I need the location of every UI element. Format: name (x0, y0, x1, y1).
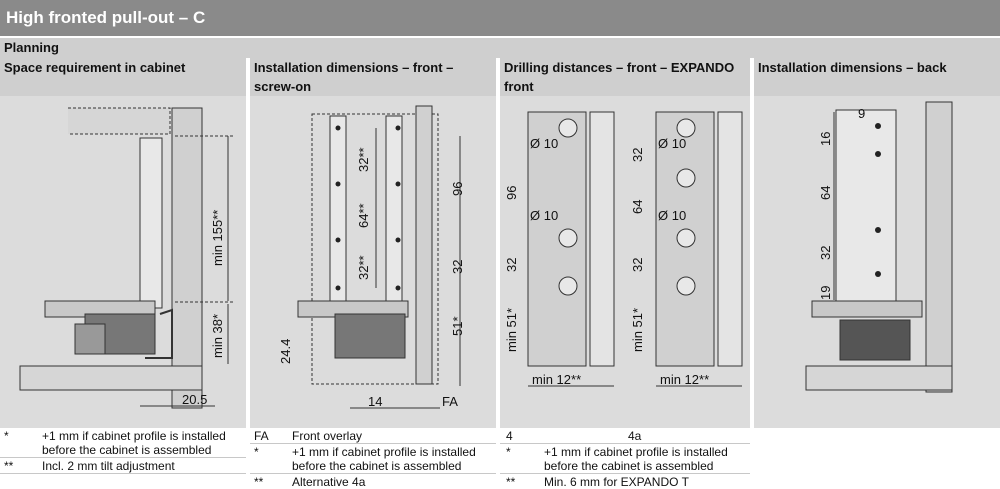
note-text: Alternative 4a (292, 475, 366, 489)
dim-64: 64 (818, 186, 833, 200)
note-text: 4a (628, 429, 642, 443)
notes-front-screw-on: FA Front overlay * +1 mm if cabinet prof… (250, 428, 496, 489)
note-key: 4 (506, 429, 513, 443)
note-key: ** (254, 475, 264, 489)
dim-51: 51* (450, 316, 465, 336)
dim-min51-a: min 51* (504, 308, 519, 352)
note-key: FA (254, 429, 269, 443)
dim-20-5: 20.5 (182, 392, 207, 407)
diagram-back: 9 16 64 32 19 (754, 96, 1000, 428)
heading-line2: screw-on (254, 79, 312, 94)
note-row: ** Incl. 2 mm tilt adjustment (0, 458, 246, 474)
note-key: * (506, 445, 511, 459)
hole-diameter-c: Ø 10 (658, 136, 686, 151)
note-key: * (254, 445, 259, 459)
heading-line2: front (504, 79, 534, 94)
note-key: ** (4, 459, 14, 473)
note-text-cont: before the cabinet is assembled (292, 459, 462, 473)
drilling-distances-drawing: Ø 10 Ø 10 Ø 10 Ø 10 96 32 min 51* 32 64 … (504, 111, 743, 387)
column-heading-drilling: Drilling distances – front – EXPANDO fro… (500, 58, 750, 96)
dim-right-32a: 32 (630, 148, 645, 162)
dim-9: 9 (858, 106, 865, 121)
diagram-drilling-distances: Ø 10 Ø 10 Ø 10 Ø 10 96 32 min 51* 32 64 … (500, 96, 750, 428)
diagram-front-screw-on: 32** 64** 32** 96 32 51* 24.4 14 FA (250, 96, 496, 428)
dim-24-4: 24.4 (278, 339, 293, 364)
note-text: +1 mm if cabinet profile is installed (292, 445, 476, 459)
dim-96: 96 (504, 186, 519, 200)
diagram-space-requirement: min 155** min 38* 20.5 (0, 96, 246, 428)
heading-line1: Installation dimensions – back (758, 60, 947, 75)
note-row: ** Alternative 4a (250, 474, 496, 489)
note-key: * (4, 429, 9, 443)
space-requirement-drawing: min 155** min 38* 20.5 (19, 107, 235, 409)
hole-diameter-a: Ø 10 (530, 136, 558, 151)
dim-16: 16 (818, 132, 833, 146)
heading-line1: Drilling distances – front – EXPANDO (504, 60, 735, 75)
notes-drilling: 4 4a * +1 mm if cabinet profile is insta… (500, 428, 750, 489)
note-row: * +1 mm if cabinet profile is installed … (250, 444, 496, 474)
dim-right-32b: 32 (630, 258, 645, 272)
dim-32b: 32** (356, 255, 371, 280)
dim-32: 32 (450, 260, 465, 274)
notes-space-requirement: * +1 mm if cabinet profile is installed … (0, 428, 246, 489)
column-heading-space: Space requirement in cabinet (0, 58, 246, 96)
note-text: Min. 6 mm for EXPANDO T (544, 475, 689, 489)
page-title: High fronted pull-out – C (0, 0, 1000, 36)
dim-32: 32 (818, 246, 833, 260)
dim-min12-a: min 12** (532, 372, 581, 387)
dim-right-64: 64 (630, 200, 645, 214)
dim-min38: min 38* (210, 314, 225, 358)
hole-diameter-b: Ø 10 (530, 208, 558, 223)
section-label: Planning (0, 38, 1000, 58)
dim-32: 32 (504, 258, 519, 272)
note-row: 4 4a (500, 428, 750, 444)
dim-14: 14 (368, 394, 382, 409)
note-key: ** (506, 475, 516, 489)
dim-min12-b: min 12** (660, 372, 709, 387)
dim-32a: 32** (356, 147, 371, 172)
dim-min155: min 155** (210, 210, 225, 266)
notes-back-empty (754, 428, 1000, 489)
note-row: * +1 mm if cabinet profile is installed … (500, 444, 750, 474)
dim-96: 96 (450, 182, 465, 196)
note-row: * +1 mm if cabinet profile is installed … (0, 428, 246, 458)
dim-fa: FA (442, 394, 458, 409)
heading-line1: Space requirement in cabinet (4, 60, 186, 75)
note-text-cont: before the cabinet is assembled (42, 443, 212, 457)
note-text: +1 mm if cabinet profile is installed (544, 445, 728, 459)
dim-19: 19 (818, 286, 833, 300)
note-row: FA Front overlay (250, 428, 496, 444)
dim-min51-b: min 51* (630, 308, 645, 352)
note-text: +1 mm if cabinet profile is installed (42, 429, 226, 443)
hole-diameter-d: Ø 10 (658, 208, 686, 223)
note-text: Front overlay (292, 429, 363, 443)
heading-line1: Installation dimensions – front – (254, 60, 454, 75)
note-row: ** Min. 6 mm for EXPANDO T (500, 474, 750, 489)
column-heading-back: Installation dimensions – back (754, 58, 1000, 96)
note-text: Incl. 2 mm tilt adjustment (42, 459, 175, 473)
note-text-cont: before the cabinet is assembled (544, 459, 714, 473)
column-heading-front-screw: Installation dimensions – front – screw-… (250, 58, 496, 96)
front-screw-on-drawing: 32** 64** 32** 96 32 51* 24.4 14 FA (278, 105, 465, 409)
back-drawing: 9 16 64 32 19 (805, 101, 953, 393)
dim-64: 64** (356, 203, 371, 228)
